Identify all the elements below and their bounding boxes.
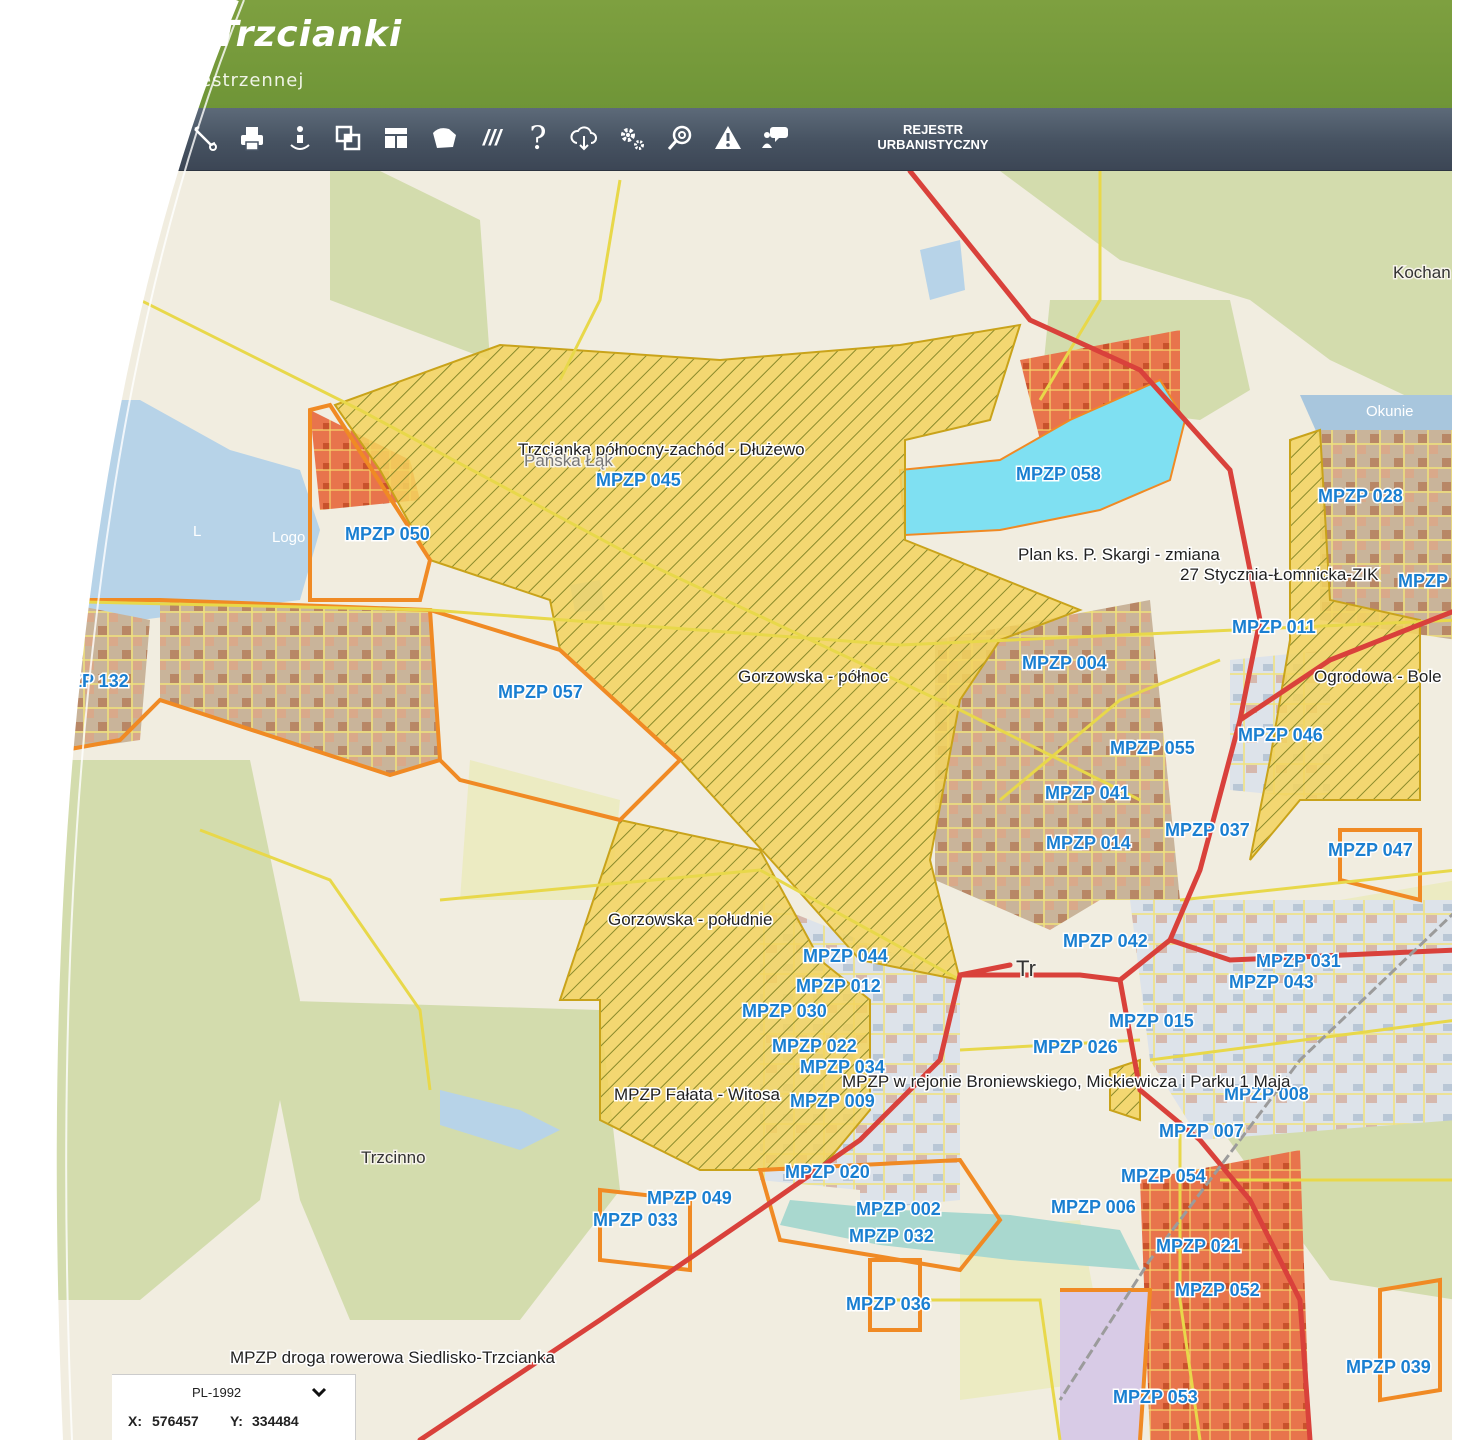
mpzp-label: MPZP 049 [647,1188,732,1208]
map-canvas[interactable]: MPZP 045 MPZP 050 MPZP 058 MPZP 028 MPZP… [0,171,1457,1440]
mpzp-label: MPZP 042 [1063,931,1148,951]
plan-areas-hatched[interactable] [333,323,1421,1171]
mpzp-label: MPZP 031 [1256,951,1341,971]
registry-line1: REJESTR [903,122,963,137]
mpzp-label: MPZP 044 [803,946,888,966]
plan-label: MPZP droga rowerowa Siedlisko-Trzcianka [230,1348,556,1367]
area-icon[interactable] [426,120,462,156]
layers-icon[interactable] [330,120,366,156]
mpzp-label: MPZP 053 [1113,1387,1198,1407]
registry-button[interactable]: REJESTR URBANISTYCZNY [858,122,1008,156]
mpzp-label: MPZP 041 [1045,783,1130,803]
mpzp-label: MPZP 008 [1224,1084,1309,1104]
coord-y-value: 334484 [252,1413,299,1429]
crs-select[interactable]: PL-1992 [192,1385,242,1400]
search-icon[interactable] [662,120,698,156]
canal [780,1200,1140,1270]
mpzp-label: MPZP 043 [1229,972,1314,992]
settings-icon[interactable] [614,120,650,156]
coord-x-value: 576457 [152,1413,199,1429]
mpzp-label: MPZP 054 [1121,1166,1206,1186]
mpzp-label: MPZP 028 [1318,486,1403,506]
map-toolbar: /// ? REJESTR URBANISTYCZNY [0,108,1457,171]
plan-label: Gorzowska - południe [608,910,772,929]
app-subtitle: estrzennej [200,70,305,91]
mpzp-label: MPZP 011 [1232,617,1316,637]
mpzp-label: MPZP 021 [1156,1236,1241,1256]
app-header: Trzcianki estrzennej [0,0,1457,108]
river-segment [440,1090,560,1150]
app-title: Trzcianki [214,14,403,55]
mpzp-label: MPZP 046 [1238,725,1323,745]
place-label: Kochan [1393,263,1451,282]
mpzp-label: MPZP 034 [800,1057,885,1077]
plan-name-labels: Trzcianka północny-zachód - Dłużewo Plan… [229,439,1444,1369]
mpzp-label: MPZP 057 [498,682,583,702]
pond [920,240,965,300]
mpzp-label: MPZP 032 [849,1226,934,1246]
mpzp-label: MPZP 002 [856,1199,941,1219]
help-icon[interactable]: ? [529,119,547,157]
mpzp-label: MPZP 037 [1165,820,1250,840]
main-roads [417,171,1457,1440]
lake-okunie [1300,395,1457,440]
mpzp-label: MPZP 047 [1328,840,1413,860]
lake-label: L [193,523,201,540]
mpzp-label: MPZP 014 [1046,833,1131,853]
coordinate-panel: PL-1992 X: 576457 Y: 334484 [112,1374,356,1440]
lake-label: Logo [272,529,305,546]
coord-y-label: Y: [230,1413,243,1429]
mpzp-label: MPZP 022 [772,1036,857,1056]
mpzp-label: MPZP 012 [796,976,881,996]
mpzp-label: MPZP 004 [1022,653,1107,673]
lake-label: Okunie [1366,403,1414,420]
mpzp-label: MPZP 009 [790,1091,875,1111]
mpzp-label: MPZP 006 [1051,1197,1136,1217]
mpzp-label: MPZP 026 [1033,1037,1118,1057]
plan-label: Ogrodowa - Bole [1314,667,1442,686]
plan-label: Plan ks. P. Skargi - zmiana [1018,545,1220,564]
reservoir-058 [898,378,1187,537]
mpzp-label: MPZP 050 [345,524,430,544]
download-icon[interactable] [566,120,602,156]
village-label: Trzcinno [361,1148,426,1167]
mpzp-label: MPZP 036 [846,1294,931,1314]
plan-label: Trzcianka północny-zachód - Dłużewo [518,440,805,459]
mpzp-label: MPZP 052 [1175,1280,1260,1300]
identify-icon[interactable] [282,120,318,156]
chevron-down-icon[interactable] [308,1381,330,1403]
layout-icon[interactable] [378,120,414,156]
mpzp-label: MPZP 020 [785,1162,870,1182]
mpzp-label: MPZP 055 [1110,738,1195,758]
plan-label: Gorzowska - północ [738,667,889,686]
comment-icon[interactable] [756,120,792,156]
print-icon[interactable] [234,120,270,156]
measure-icon[interactable] [186,120,222,156]
mpzp-label: MPZP 132 [44,671,129,691]
mpzp-label: MPZP 01 [1398,571,1457,591]
mpzp-label: MPZP 007 [1159,1121,1244,1141]
plan-label: 27 Stycznia-Łomnicka-ZIK [1180,565,1379,584]
hatch-icon[interactable]: /// [482,125,502,150]
coord-x-label: X: [128,1413,142,1429]
mpzp-label: MPZP 039 [1346,1357,1431,1377]
mpzp-label: MPZP 058 [1016,464,1101,484]
mpzp-label: MPZP 045 [596,470,681,490]
registry-line2: URBANISTYCZNY [877,137,989,152]
town-label: Tr [1016,956,1036,981]
railway [1058,908,1457,1401]
place-label: Pańska Łąk [524,451,613,470]
plan-label: MPZP w rejonie Broniewskiego, Mickiewicz… [842,1072,1291,1091]
mpzp-label: MPZP 015 [1109,1011,1194,1031]
mpzp-labels: MPZP 045 MPZP 050 MPZP 058 MPZP 028 MPZP… [43,463,1457,1409]
mpzp-label: MPZP 033 [593,1210,678,1230]
warning-icon[interactable] [710,120,746,156]
plan-label: MPZP Fałata - Witosa [614,1085,780,1104]
place-labels: Kochan Okunie Pańska Łąk Logo L Tr Trzci… [193,262,1452,1169]
mpzp-label: MPZP 030 [742,1001,827,1021]
